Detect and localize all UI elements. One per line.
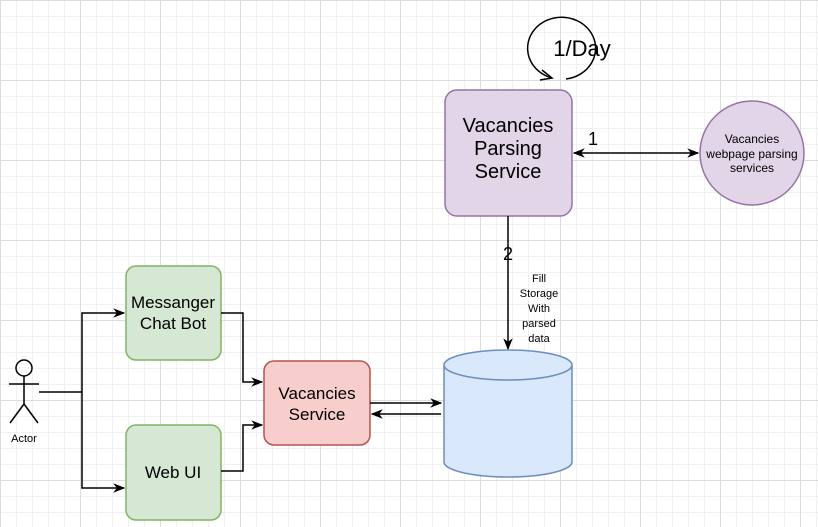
webpage-parsing-label-line1: Vacancies	[725, 132, 779, 146]
storage-cylinder-top	[443, 349, 573, 381]
edge-note-line4: parsed	[522, 318, 556, 330]
edge-note-line5: data	[528, 333, 550, 345]
edge-note-line2: Storage	[520, 288, 559, 300]
edge-parsing-webpage-label: 1	[588, 129, 598, 149]
edge-web-ui-service[interactable]	[221, 420, 264, 472]
web-ui-label: Web UI	[145, 463, 201, 482]
actor-right-leg	[23, 403, 39, 424]
storage-node[interactable]	[443, 349, 573, 478]
chat-bot-label-line1: Messanger	[131, 293, 215, 312]
vacancies-service-box	[263, 360, 371, 446]
webpage-parsing-circle	[699, 100, 805, 206]
edge-actor-clients[interactable]	[39, 308, 126, 493]
parsing-service-label-line3: Service	[475, 161, 542, 183]
web-ui-node[interactable]: Web UI	[125, 424, 222, 521]
edge-parsing-webpage[interactable]: 1	[572, 129, 700, 158]
chat-bot-node[interactable]: Messanger Chat Bot	[125, 265, 222, 361]
edge-note-line3: With	[528, 303, 550, 315]
parsing-service-node[interactable]: Vacancies Parsing Service	[444, 89, 573, 217]
storage-cylinder-body	[443, 365, 573, 478]
vacancies-service-node[interactable]: Vacancies Service	[263, 360, 371, 446]
webpage-parsing-node[interactable]: Vacancies webpage parsing services	[699, 100, 805, 206]
actor-head	[15, 359, 33, 377]
actor-left-leg	[9, 403, 25, 424]
vacancies-service-label-line2: Service	[289, 405, 346, 424]
edge-actor-web-ui	[81, 392, 126, 493]
edge-note-line1: Fill	[532, 273, 546, 285]
edge-parsing-storage[interactable]: 2 Fill Storage With parsed data	[503, 216, 559, 351]
actor-label: Actor	[11, 433, 37, 445]
parsing-service-label-line1: Vacancies	[463, 115, 554, 137]
schedule-loop-circle	[526, 16, 597, 80]
edge-chat-bot-service[interactable]	[221, 312, 264, 387]
schedule-label: 1/Day	[553, 36, 610, 61]
chat-bot-label-line2: Chat Bot	[140, 314, 206, 333]
schedule-loop-arrowhead	[539, 69, 554, 81]
chat-bot-box	[125, 265, 222, 361]
edge-actor-chat-bot	[81, 308, 126, 392]
web-ui-box	[125, 424, 222, 521]
webpage-parsing-label-line2: webpage parsing	[705, 147, 797, 161]
vacancies-service-label-line1: Vacancies	[278, 384, 355, 403]
schedule-node[interactable]: 1/Day	[526, 16, 611, 81]
parsing-service-label-line2: Parsing	[474, 138, 542, 160]
edge-parsing-storage-label: 2	[503, 244, 513, 264]
actor-node[interactable]: Actor	[9, 359, 39, 445]
webpage-parsing-label-line3: services	[730, 161, 774, 175]
